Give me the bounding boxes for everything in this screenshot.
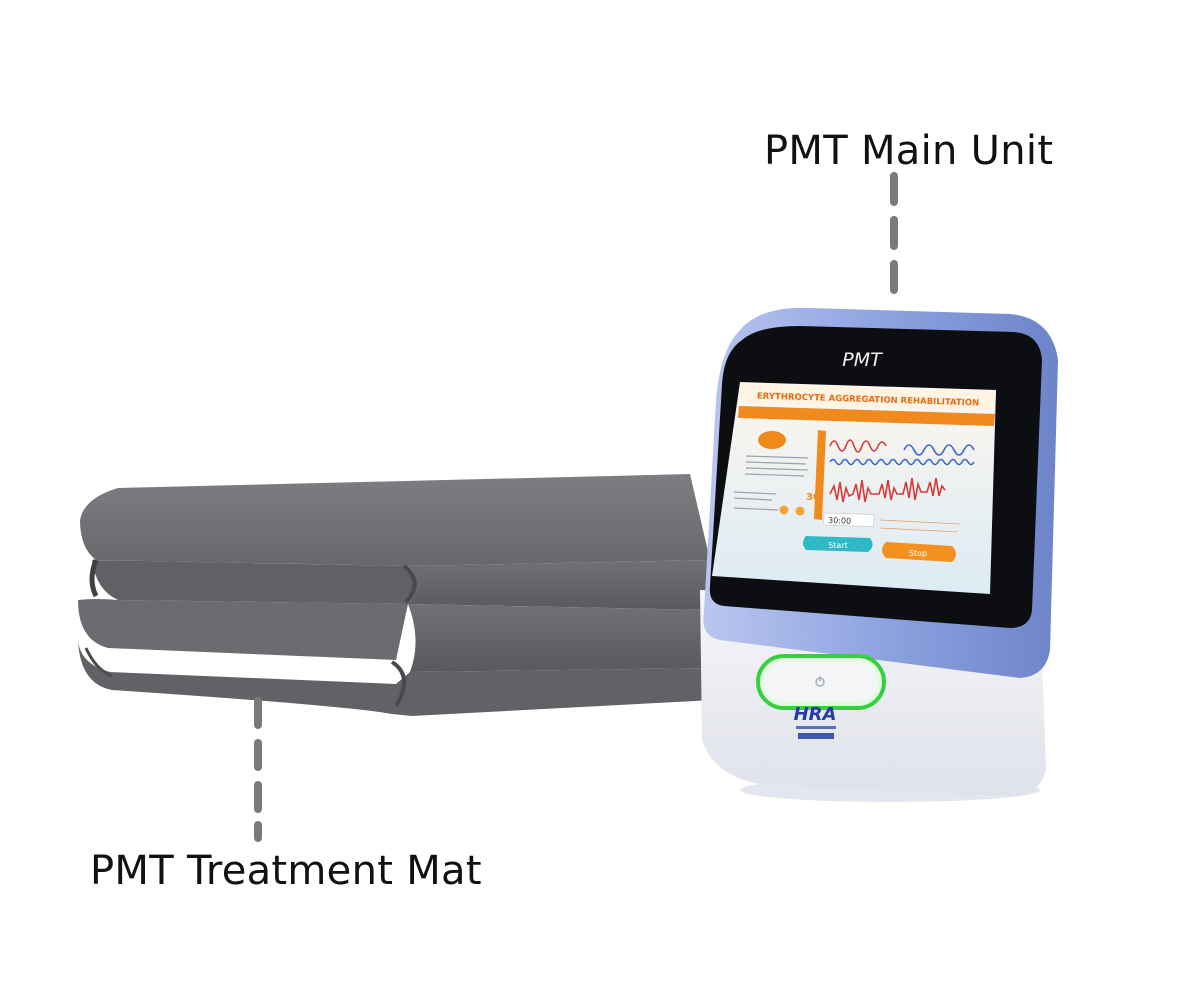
device-screen: ERYTHROCYTE AGGREGATION REHABILITATION 3…	[712, 382, 996, 594]
treatment-mat-leader-line	[254, 697, 262, 842]
hra-logo: HRA	[794, 704, 837, 739]
start-button[interactable]: Start	[803, 536, 873, 552]
screen-timer: 30:00	[828, 516, 851, 526]
bezel-label: PMT	[842, 349, 883, 371]
pmt-main-unit: PMT ERYTHROCYTE AGGREGATION REHABILITATI…	[700, 307, 1058, 802]
treatment-mat	[78, 474, 714, 716]
main-unit-leader-line	[890, 172, 898, 294]
stop-button-label: Stop	[909, 549, 927, 558]
power-icon	[815, 676, 825, 687]
main-unit-label: PMT Main Unit	[764, 128, 1054, 174]
treatment-mat-label: PMT Treatment Mat	[90, 848, 482, 894]
power-button[interactable]	[756, 654, 886, 710]
brand-name: HRA	[794, 704, 837, 725]
start-button-label: Start	[828, 541, 848, 550]
duration-minutes: 30	[806, 492, 820, 503]
stop-button[interactable]: Stop	[882, 542, 956, 562]
